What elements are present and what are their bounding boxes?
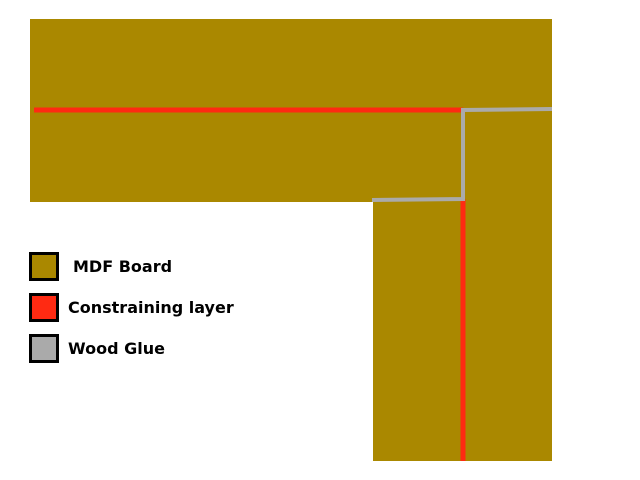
mdf-board-top-lower [30,110,463,202]
wood-glue-joint [371,107,553,202]
constraining-layer-swatch [29,292,59,322]
mdf-board-right-post [463,110,552,461]
legend-label-wood-glue: Wood Glue [68,338,165,358]
mdf-board-top-upper [30,19,552,110]
legend-label-mdf-board: MDF Board [73,256,173,276]
mdf-board-vertical-left [373,199,463,461]
legend-item-mdf-board: MDF Board [29,249,172,283]
wood-glue-swatch [29,333,59,363]
mdf-board-swatch [29,251,59,281]
legend-item-constraining-layer: Constraining layer [29,290,234,324]
legend-item-wood-glue: Wood Glue [29,331,165,365]
legend-label-constraining-layer: Constraining layer [68,297,234,317]
